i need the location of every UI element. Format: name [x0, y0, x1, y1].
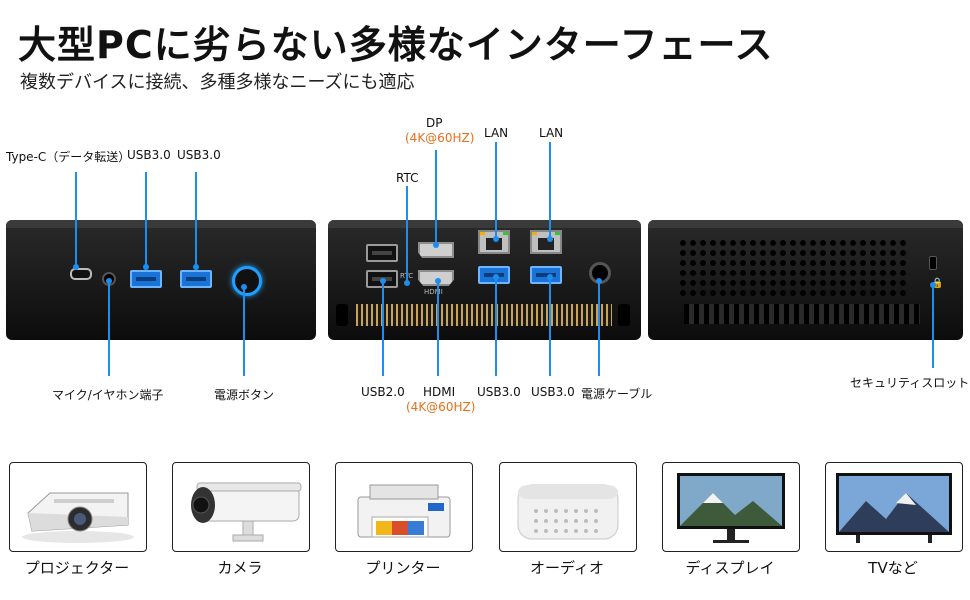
device-label-tv: TVなど: [868, 559, 918, 577]
device-label-printer: プリンター: [365, 559, 441, 577]
power-button-icon: [232, 266, 262, 296]
callout-dot: [73, 264, 79, 270]
mini-pc-front: [6, 220, 316, 340]
callout-line: [406, 186, 408, 284]
hdmi-label: HDMI: [423, 385, 456, 399]
callout-dot: [547, 236, 553, 242]
callout-line: [382, 280, 384, 376]
callout-line: [243, 286, 245, 376]
callout-dot: [143, 264, 149, 270]
callout-dot: [433, 242, 439, 248]
device-label-display: ディスプレイ: [685, 559, 775, 577]
usb3-port-rear-2: [530, 266, 562, 284]
device-card-tv: [825, 462, 963, 552]
callout-dot: [547, 274, 553, 280]
callout-line: [495, 142, 497, 238]
callout-dot: [930, 282, 936, 288]
usb3-front-label-1: USB3.0: [127, 148, 171, 162]
device-card-audio: [499, 462, 637, 552]
lan-label-1: LAN: [484, 126, 509, 140]
page-title: 大型PCに劣らない多様なインターフェース: [18, 23, 774, 67]
callout-line: [145, 172, 147, 266]
lan-label-2: LAN: [539, 126, 564, 140]
callout-dot: [596, 278, 602, 284]
callout-line: [195, 172, 197, 266]
device-card-display: [662, 462, 800, 552]
callout-line: [75, 172, 77, 266]
device-card-projector: [9, 462, 147, 552]
printer-icon: [357, 484, 451, 538]
device-card-camera: [172, 462, 310, 552]
callout-dot: [493, 236, 499, 242]
dp-spec-label: (4K@60HZ): [405, 131, 475, 145]
callout-line: [549, 142, 551, 238]
rear-vent: [356, 304, 612, 326]
callout-line: [435, 150, 437, 244]
camera-icon: [191, 482, 302, 542]
callout-line: [495, 276, 497, 376]
type-c-label: Type-C（データ転送）: [6, 150, 131, 164]
callout-dot: [106, 278, 112, 284]
tv-icon: [836, 473, 952, 543]
security-slot-icon: [929, 256, 937, 270]
usb3-rear-label-2: USB3.0: [531, 385, 575, 399]
usb3-port-front-2: [180, 270, 212, 288]
device-label-audio: オーディオ: [530, 559, 604, 577]
callout-line: [549, 276, 551, 376]
usb3-rear-label-1: USB3.0: [477, 385, 521, 399]
callout-dot: [380, 278, 386, 284]
security-slot-label: セキュリティスロット: [850, 376, 970, 390]
mini-pc-side: 🔒: [648, 220, 963, 340]
callout-line: [598, 280, 600, 376]
lan-port-2: [530, 230, 562, 254]
page-subtitle: 複数デバイスに接続、多種多様なニーズにも適応: [20, 72, 415, 93]
device-card-printer: [335, 462, 473, 552]
callout-dot: [435, 278, 441, 284]
power-cable-label: 電源ケーブル: [581, 387, 653, 401]
hdmi-spec-label: (4K@60HZ): [406, 400, 476, 414]
callout-line: [932, 284, 934, 368]
usb3-port-rear-top: [366, 244, 398, 262]
mini-pc-rear: RTC HDMI: [328, 220, 641, 340]
power-button-label: 電源ボタン: [214, 388, 275, 402]
usb3-port-front-1: [130, 270, 162, 288]
callout-dot: [404, 280, 410, 286]
side-hex-vent: [678, 238, 910, 298]
audio-jack-label: マイク/イヤホン端子: [52, 388, 164, 402]
usb2-label: USB2.0: [361, 385, 405, 399]
usb3-front-label-2: USB3.0: [177, 148, 221, 162]
monitor-icon: [677, 473, 785, 543]
callout-dot: [241, 284, 247, 290]
rtc-label: RTC: [396, 171, 419, 185]
callout-dot: [193, 264, 199, 270]
type-c-port: [70, 268, 92, 280]
callout-line: [108, 280, 110, 376]
lock-icon: 🔒: [931, 278, 944, 289]
dp-label: DP: [426, 116, 443, 130]
projector-icon: [22, 492, 134, 543]
speaker-icon: [517, 484, 619, 540]
side-vent: [684, 304, 920, 324]
callout-line: [437, 280, 439, 376]
device-label-camera: カメラ: [217, 559, 263, 577]
callout-dot: [493, 274, 499, 280]
hdmi-silkscreen: HDMI: [424, 288, 443, 296]
device-label-projector: プロジェクター: [24, 559, 130, 577]
